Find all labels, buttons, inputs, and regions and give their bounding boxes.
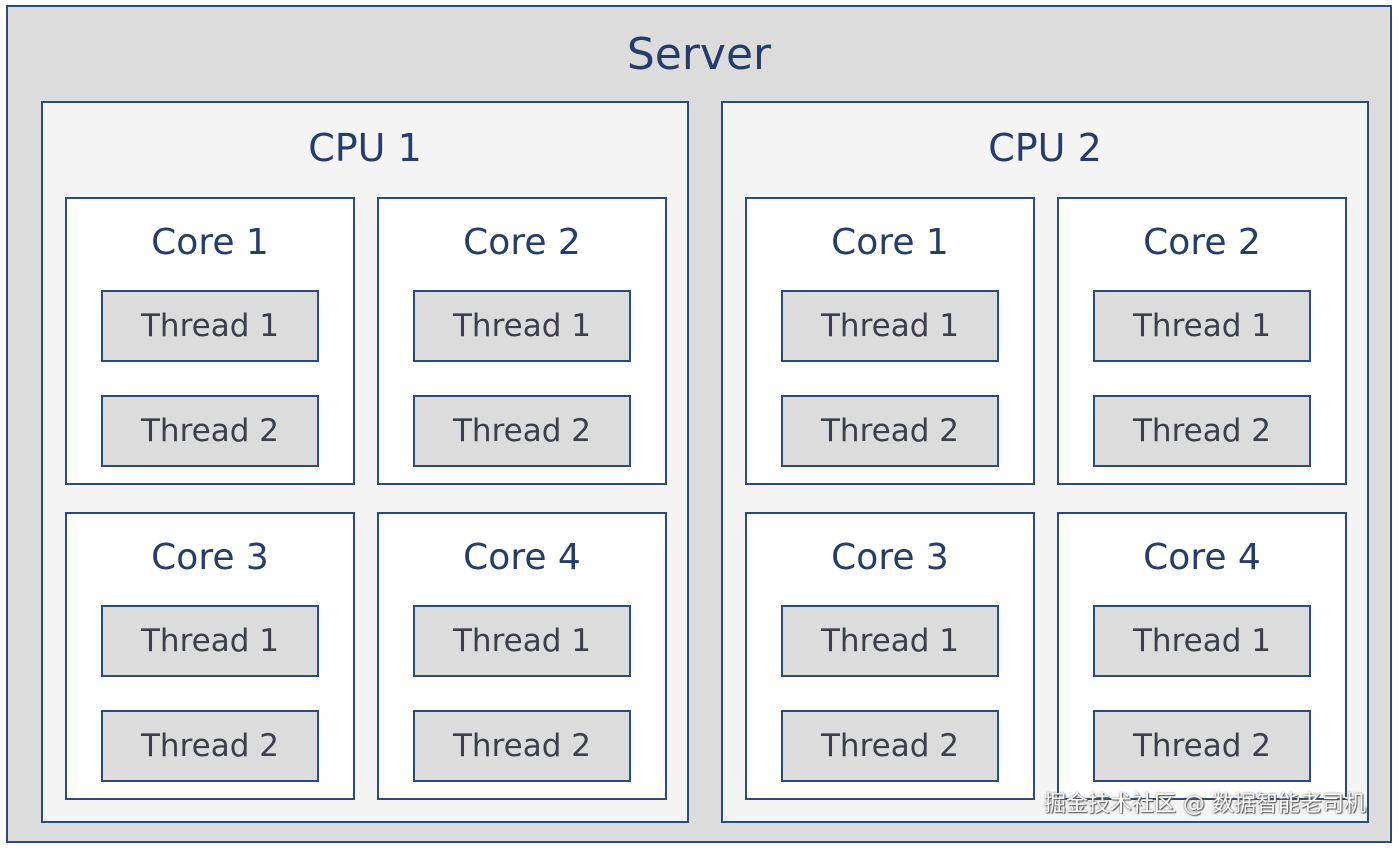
thread-box: Thread 2: [1093, 710, 1311, 782]
core-title: Core 2: [463, 222, 581, 263]
thread-box: Thread 1: [413, 605, 631, 677]
thread-box: Thread 1: [101, 290, 319, 362]
cpu-2-core-2-box: Core 2 Thread 1 Thread 2: [1057, 197, 1347, 485]
cpu-1-core-4-box: Core 4 Thread 1 Thread 2: [377, 512, 667, 800]
thread-box: Thread 2: [413, 710, 631, 782]
thread-box: Thread 2: [101, 395, 319, 467]
thread-box: Thread 1: [101, 605, 319, 677]
thread-box: Thread 1: [781, 605, 999, 677]
core-title: Core 4: [463, 537, 581, 578]
thread-box: Thread 2: [781, 395, 999, 467]
cpu-2-title: CPU 2: [988, 126, 1102, 170]
cpu-1-title: CPU 1: [308, 126, 422, 170]
thread-box: Thread 2: [413, 395, 631, 467]
thread-box: Thread 1: [413, 290, 631, 362]
cpu-1-core-1-box: Core 1 Thread 1 Thread 2: [65, 197, 355, 485]
core-title: Core 4: [1143, 537, 1261, 578]
core-title: Core 1: [151, 222, 269, 263]
thread-box: Thread 2: [1093, 395, 1311, 467]
cpu-2-core-4-box: Core 4 Thread 1 Thread 2: [1057, 512, 1347, 800]
server-title: Server: [626, 29, 772, 80]
core-title: Core 2: [1143, 222, 1261, 263]
cpu-2-core-1-box: Core 1 Thread 1 Thread 2: [745, 197, 1035, 485]
cpu-2-box: CPU 2 Core 1 Thread 1 Thread 2 Core 2 Th…: [721, 101, 1369, 823]
watermark-text: 掘金技术社区 @ 数据智能老司机: [1044, 792, 1366, 817]
cpu-1-box: CPU 1 Core 1 Thread 1 Thread 2 Core 2 Th…: [41, 101, 689, 823]
core-title: Core 1: [831, 222, 949, 263]
thread-box: Thread 1: [781, 290, 999, 362]
cpu-1-core-3-box: Core 3 Thread 1 Thread 2: [65, 512, 355, 800]
thread-box: Thread 2: [781, 710, 999, 782]
thread-box: Thread 1: [1093, 290, 1311, 362]
cpu-2-core-3-box: Core 3 Thread 1 Thread 2: [745, 512, 1035, 800]
core-title: Core 3: [151, 537, 269, 578]
thread-box: Thread 1: [1093, 605, 1311, 677]
thread-box: Thread 2: [101, 710, 319, 782]
server-box: Server CPU 1 Core 1 Thread 1 Thread 2 Co…: [6, 5, 1392, 843]
core-title: Core 3: [831, 537, 949, 578]
cpu-1-core-2-box: Core 2 Thread 1 Thread 2: [377, 197, 667, 485]
